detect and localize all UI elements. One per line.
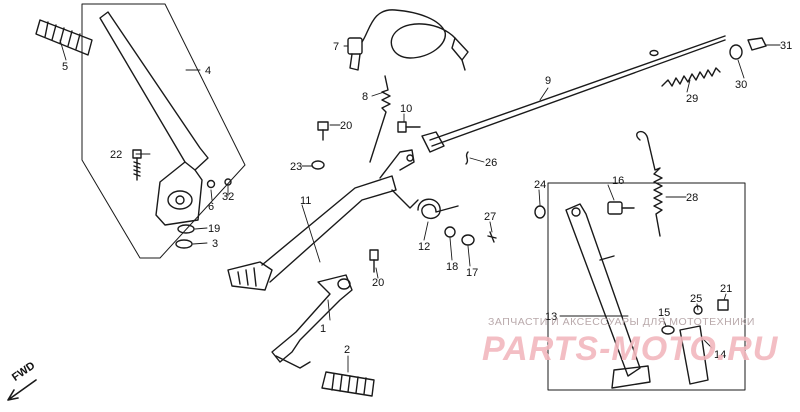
part-30-collar (729, 44, 743, 60)
part-3-washer (175, 239, 193, 249)
part-32-clip (224, 178, 232, 186)
callout-24: 24 (534, 179, 546, 191)
part-24-nut (534, 205, 546, 219)
callout-7: 7 (333, 41, 339, 53)
callout-11: 11 (300, 195, 311, 207)
part-22-bolt (132, 149, 142, 181)
part-21-bolt (717, 299, 729, 311)
callout-32: 32 (222, 191, 234, 203)
fwd-arrow-icon (7, 379, 37, 401)
callout-20-upper: 20 (340, 120, 352, 132)
callout-23: 23 (290, 161, 302, 173)
part-29-spring (661, 67, 721, 87)
part-12-spring (417, 198, 459, 219)
watermark-site: PARTS-MOTO.RU (482, 330, 779, 368)
callout-20-lower: 20 (372, 277, 384, 289)
callout-29: 29 (686, 93, 698, 105)
callout-9: 9 (545, 75, 551, 87)
part-20-bolt-lower (369, 249, 379, 273)
part-16-bolt (607, 201, 635, 215)
callout-13: 13 (545, 311, 557, 323)
side-stand (565, 203, 651, 389)
part-25-bolt (693, 305, 703, 315)
part-14-bracket (679, 325, 709, 385)
part-31-pin (747, 37, 767, 51)
callout-8: 8 (362, 91, 368, 103)
part-8-spring (369, 75, 391, 163)
part-28-spring (636, 131, 663, 237)
callout-5: 5 (62, 61, 68, 73)
callout-31: 31 (780, 40, 792, 52)
callout-10: 10 (400, 103, 412, 115)
callout-6: 6 (208, 201, 214, 213)
callout-1: 1 (320, 323, 326, 335)
callout-14: 14 (714, 349, 726, 361)
part-19-washer (177, 224, 195, 234)
part-17-nut (461, 234, 475, 246)
callout-30: 30 (735, 79, 747, 91)
group-box-13 (547, 182, 746, 391)
part-5-pedal-rubber (35, 19, 93, 56)
part-20-bolt-upper (317, 121, 329, 141)
callout-4: 4 (205, 65, 211, 77)
part-4-shift-pedal (99, 11, 209, 226)
callout-28: 28 (686, 192, 698, 204)
group-box-4 (81, 3, 246, 259)
callout-15: 15 (658, 307, 670, 319)
callout-2: 2 (344, 344, 350, 356)
part-7-switch-cable (347, 9, 469, 71)
part-1-arm (271, 274, 353, 369)
watermark-caption: ЗАПЧАСТИ И АКСЕССУАРЫ ДЛЯ МОТОТЕХНИКИ (488, 316, 755, 328)
part-9-brake-rod (421, 35, 726, 153)
callout-3: 3 (212, 238, 218, 250)
part-27-cotter-pin (487, 231, 497, 243)
part-18-washer (444, 226, 456, 238)
part-11-brake-pedal (227, 149, 419, 291)
callout-17: 17 (466, 267, 478, 279)
callout-25: 25 (690, 293, 702, 305)
part-26-clip (465, 151, 469, 165)
callout-19: 19 (208, 223, 220, 235)
part-6-nut (206, 179, 216, 189)
callout-21: 21 (720, 283, 732, 295)
callout-27: 27 (484, 211, 496, 223)
part-2-footrest-rubber (321, 371, 375, 397)
callout-12: 12 (418, 241, 430, 253)
callout-16: 16 (612, 175, 624, 187)
part-23-nut (311, 160, 325, 170)
callout-18: 18 (446, 261, 458, 273)
part-15-washer (661, 325, 675, 335)
callout-22: 22 (110, 149, 122, 161)
part-10-bolt (397, 121, 421, 133)
callout-26: 26 (485, 157, 497, 169)
